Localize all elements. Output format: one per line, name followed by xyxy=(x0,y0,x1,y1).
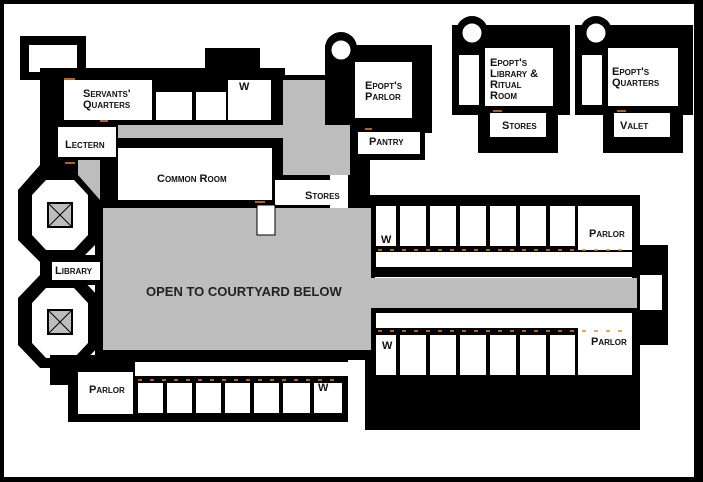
open-areas xyxy=(78,80,637,350)
label-parlor-sw: Parlor xyxy=(89,384,125,396)
room-labels: Servants' Quarters W Lectern Common Room… xyxy=(55,57,660,396)
label-epopts-parlor-1: Epopt's xyxy=(365,80,403,92)
label-stores-main: Stores xyxy=(305,190,340,202)
label-w-sw: W xyxy=(318,382,329,394)
label-w-ne: W xyxy=(381,234,392,246)
label-epopts-parlor-2: Parlor xyxy=(365,91,401,103)
epopt-quarters-building xyxy=(575,16,693,153)
label-library: Library xyxy=(55,265,93,277)
label-epopts-library-1: Epopt's xyxy=(490,57,528,69)
label-pantry: Pantry xyxy=(369,136,404,148)
label-servants-quarters-2: Quarters xyxy=(83,99,131,111)
label-epopts-quarters-1: Epopt's xyxy=(612,66,650,78)
label-parlor-se: Parlor xyxy=(591,336,627,348)
label-stores-library: Stores xyxy=(502,120,537,132)
label-epopts-library-4: Room xyxy=(490,90,517,102)
label-lectern: Lectern xyxy=(65,139,105,151)
label-epopts-quarters-2: Quarters xyxy=(612,77,660,89)
label-parlor-ne: Parlor xyxy=(589,228,625,240)
label-w-se: W xyxy=(382,340,393,352)
label-epopts-library-2: Library & xyxy=(490,68,538,80)
label-servants-quarters-1: Servants' xyxy=(83,88,131,100)
label-w-north: W xyxy=(239,81,250,93)
epopt-library-building xyxy=(452,16,570,153)
label-valet: Valet xyxy=(620,120,648,132)
label-courtyard: OPEN TO COURTYARD BELOW xyxy=(146,284,342,299)
label-epopts-library-3: Ritual xyxy=(490,79,522,91)
rooms xyxy=(52,62,662,414)
label-common-room: Common Room xyxy=(157,173,227,185)
doors xyxy=(64,78,630,381)
